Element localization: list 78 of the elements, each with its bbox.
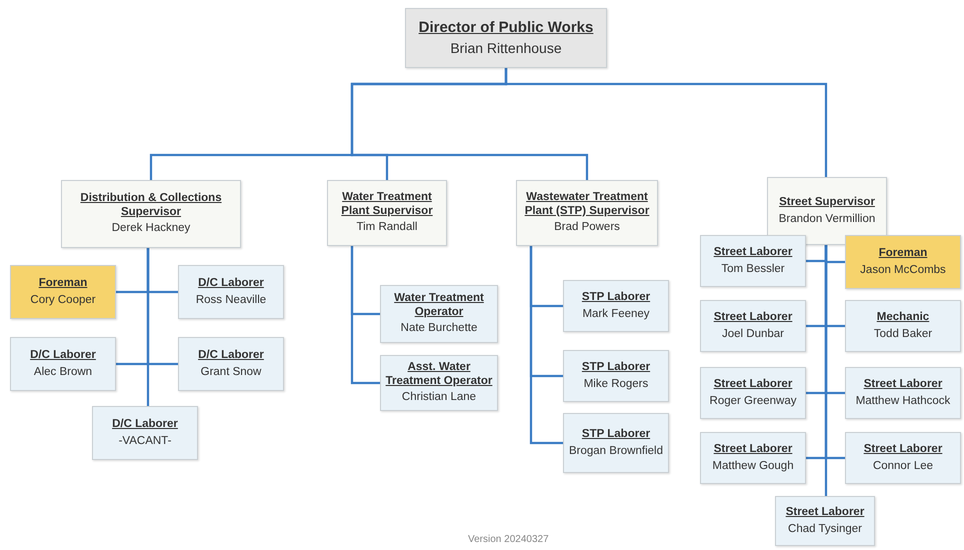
job-title: STP Laborer [582, 428, 650, 442]
job-title: D/C Laborer [198, 348, 264, 362]
job-title: Water Treatment Operator [393, 292, 485, 320]
position-box [92, 406, 198, 460]
person-name: Mark Feeney [582, 308, 650, 322]
connector-line [824, 245, 828, 496]
position-box [61, 180, 241, 248]
position-box [327, 180, 447, 246]
position-box [767, 177, 887, 245]
connector-line [146, 248, 150, 406]
person-name: -VACANT- [118, 434, 172, 448]
job-title: Street Laborer [864, 442, 942, 456]
position-box [380, 355, 498, 411]
position-box [845, 235, 961, 289]
job-title: Street Supervisor [779, 196, 875, 210]
job-title: Street Laborer [786, 506, 864, 520]
job-title: Mechanic [876, 310, 930, 324]
job-title: Street Laborer [714, 246, 792, 260]
position-box [516, 180, 658, 246]
version-note: Version 20240327 [468, 534, 549, 545]
position-box [405, 8, 607, 68]
person-name: Chad Tysinger [788, 522, 862, 536]
job-title: Street Laborer [714, 378, 792, 392]
job-title: Asst. Water Treatment Operator [385, 360, 493, 388]
person-name: Connor Lee [872, 460, 934, 474]
person-name: Roger Greenway [710, 394, 796, 408]
person-name: Tim Randall [356, 221, 418, 236]
job-title: STP Laborer [582, 290, 650, 304]
person-name: Brian Rittenhouse [450, 40, 562, 57]
job-title: Director of Public Works [418, 19, 594, 38]
position-box [700, 300, 806, 352]
person-name: Brogan Brownfield [569, 444, 663, 458]
job-title: D/C Laborer [112, 418, 178, 432]
job-title: Street Laborer [714, 310, 792, 324]
job-title: Street Laborer [864, 378, 942, 392]
person-name: Mike Rogers [584, 378, 648, 392]
position-box [845, 432, 961, 484]
person-name: Todd Baker [874, 328, 932, 342]
job-title: STP Laborer [582, 360, 650, 374]
position-box [380, 285, 498, 343]
person-name: Matthew Gough [712, 460, 794, 474]
person-name: Joel Dunbar [722, 328, 784, 342]
person-name: Brad Powers [554, 221, 620, 236]
position-box [700, 432, 806, 484]
position-box [563, 280, 669, 332]
position-box [178, 337, 284, 391]
person-name: Matthew Hathcock [856, 394, 950, 408]
job-title: Water Treatment Plant Supervisor [340, 190, 434, 218]
connector-line [504, 68, 828, 177]
person-name: Nate Burchette [400, 322, 478, 336]
person-name: Cory Cooper [30, 294, 96, 308]
person-name: Derek Hackney [112, 222, 190, 236]
position-box [10, 337, 116, 391]
person-name: Ross Neaville [196, 294, 266, 308]
job-title: Wastewater Treatment Plant (STP) Supervisor [524, 190, 650, 218]
person-name: Alec Brown [34, 366, 92, 380]
job-title: Street Laborer [714, 442, 792, 456]
person-name: Grant Snow [200, 366, 262, 380]
connector-line [530, 246, 563, 444]
job-title: D/C Laborer [198, 276, 264, 290]
position-box [563, 413, 669, 473]
job-title: D/C Laborer [30, 348, 96, 362]
person-name: Jason McCombs [860, 264, 946, 278]
job-title: Distribution & Collections Supervisor [79, 192, 223, 220]
position-box [700, 235, 806, 287]
position-box [563, 350, 669, 402]
connector-line [350, 246, 380, 384]
job-title: Foreman [38, 276, 88, 290]
position-box [775, 496, 875, 546]
position-box [845, 300, 961, 352]
person-name: Brandon Vermillion [778, 212, 876, 226]
person-name: Christian Lane [402, 391, 476, 406]
position-box [10, 265, 116, 319]
job-title: Foreman [878, 246, 928, 260]
position-box [845, 367, 961, 419]
position-box [700, 367, 806, 419]
position-box [178, 265, 284, 319]
person-name: Tom Bessler [721, 262, 785, 276]
